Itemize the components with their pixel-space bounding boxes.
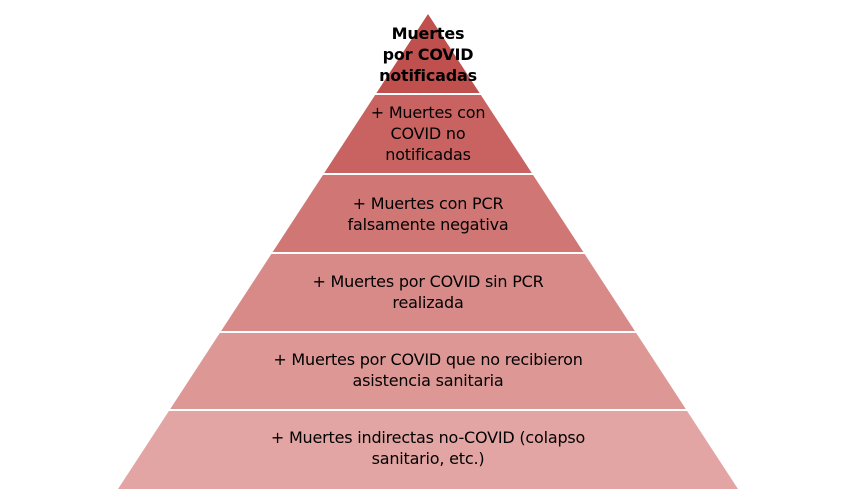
tier-indirect xyxy=(118,411,738,489)
tier-false-negative xyxy=(272,175,584,252)
tier-label-indirect-deaths: + Muertes indirectas no-COVID (colapso s… xyxy=(270,428,586,468)
tier-label-no-healthcare: + Muertes por COVID que no recibieron as… xyxy=(273,350,583,390)
tier-reported xyxy=(376,14,480,93)
tier-label-no-pcr-done: + Muertes por COVID sin PCR realizada xyxy=(312,272,544,312)
tier-label-reported-deaths: Muertes por COVID notificadas xyxy=(379,23,477,85)
tier-no-healthcare xyxy=(170,333,686,409)
tier-label-unreported-deaths: + Muertes con COVID no notificadas xyxy=(370,102,486,164)
tier-no-pcr xyxy=(221,254,635,331)
tier-unreported xyxy=(324,95,532,173)
tier-label-false-negative-pcr: + Muertes con PCR falsamente negativa xyxy=(347,194,509,234)
